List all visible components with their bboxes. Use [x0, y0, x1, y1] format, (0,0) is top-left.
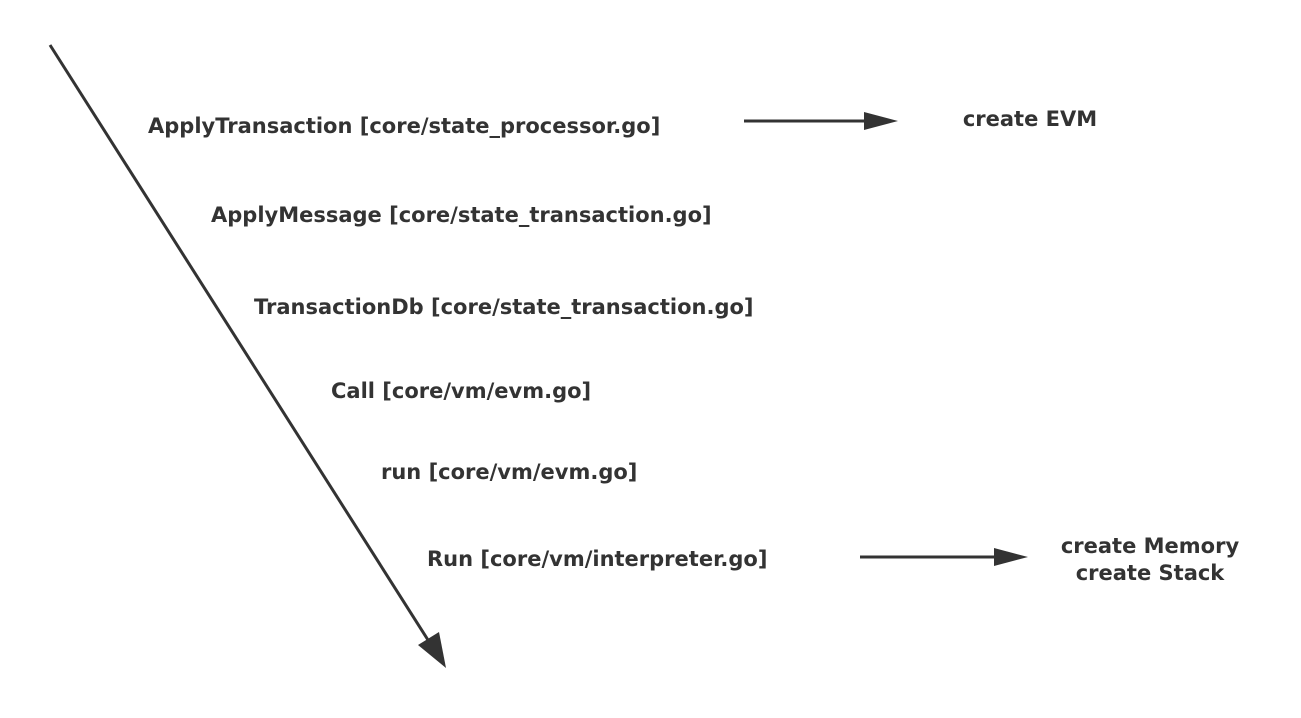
step-run-evm: run [core/vm/evm.go]	[381, 460, 638, 484]
note-create-stack-line: create Stack	[1075, 561, 1225, 585]
note-create-evm-line: create EVM	[962, 107, 1098, 131]
step-run-interpreter: Run [core/vm/interpreter.go]	[427, 547, 768, 571]
create-memory-arrowhead	[994, 548, 1028, 566]
note-create-evm: create EVM	[940, 106, 1120, 133]
note-create-memory-line: create Memory	[1060, 534, 1240, 558]
step-call: Call [core/vm/evm.go]	[331, 379, 592, 403]
step-apply-transaction: ApplyTransaction [core/state_processor.g…	[148, 114, 661, 138]
create-evm-arrowhead	[864, 112, 898, 130]
call-flow-arrowhead	[418, 632, 446, 668]
call-flow-arrow-line	[48, 44, 430, 641]
step-transaction-db: TransactionDb [core/state_transaction.go…	[254, 295, 754, 319]
note-create-memory-stack: create Memory create Stack	[1030, 533, 1270, 587]
step-apply-message: ApplyMessage [core/state_transaction.go]	[211, 203, 712, 227]
